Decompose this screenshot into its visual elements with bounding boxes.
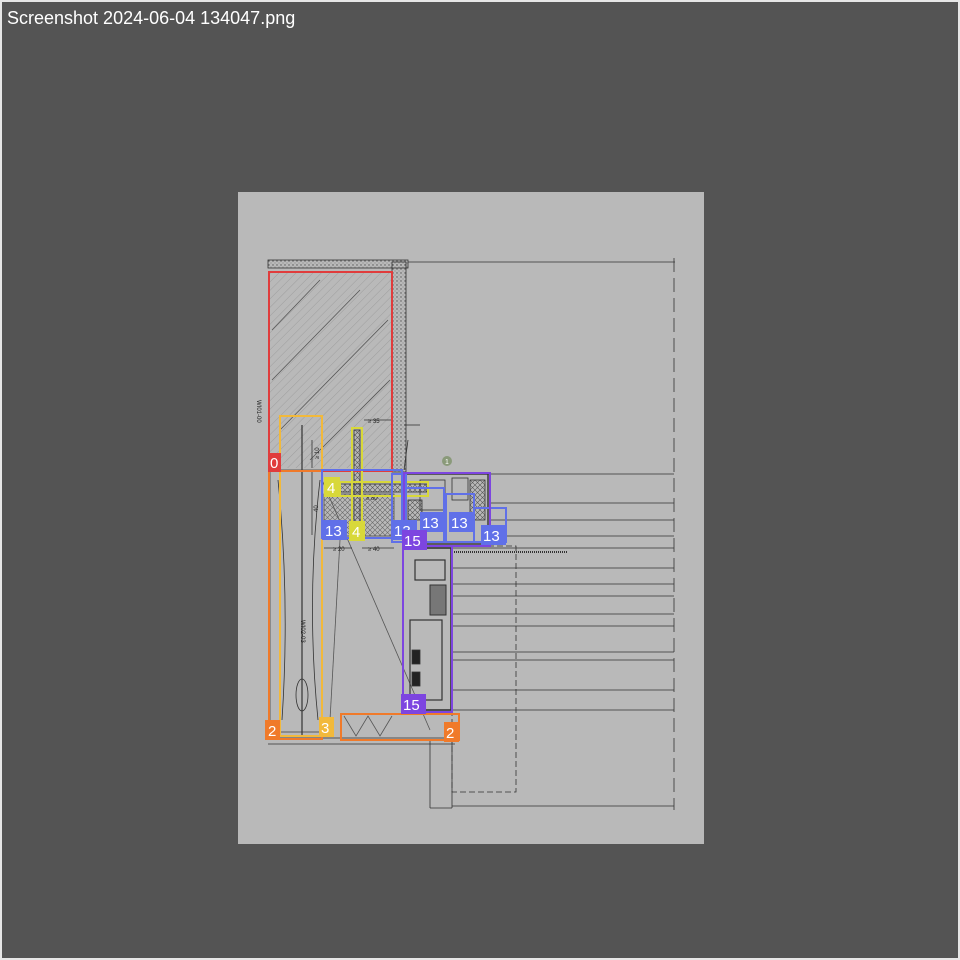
annotation-label: 2 — [268, 723, 276, 740]
annotation-box — [279, 415, 323, 737]
annotation-label: 4 — [327, 480, 335, 497]
dim-40b: ≥ 40 — [368, 547, 380, 553]
annotation-label: 15 — [404, 533, 421, 550]
annotation-label: 15 — [403, 697, 420, 714]
dim-40: 40 — [314, 505, 320, 512]
dimension-labels: WI01-00 WI02-03 ≥ 35 ≥ 10 40 ≥ 20 ≥ 40 ≥… — [255, 400, 380, 643]
dim-10: ≥ 10 — [315, 447, 321, 459]
annotation-label: 13 — [325, 523, 342, 540]
annotation-label: 13 — [451, 515, 468, 532]
dim-35: ≥ 35 — [368, 419, 380, 425]
annotation-labels: 0 2 3 4 4 13 13 13 13 13 15 15 2 — [265, 453, 506, 742]
annotation-label: 13 — [422, 515, 439, 532]
detail-callout: 1 — [442, 456, 452, 466]
annotation-label: 0 — [270, 455, 278, 472]
annotation-label: 2 — [446, 725, 454, 742]
callout-number: 1 — [445, 459, 449, 466]
annotation-label: 4 — [352, 524, 360, 541]
annotation-box — [402, 545, 453, 713]
wall-tag-bottom: WI02-03 — [299, 620, 305, 643]
window-title: Screenshot 2024-06-04 134047.png — [7, 8, 296, 28]
dim-80: ≥ 80 — [366, 496, 378, 502]
wall-tag-top: WI01-00 — [255, 400, 261, 423]
dim-20: ≥ 20 — [333, 547, 345, 553]
annotation-box — [391, 473, 407, 543]
annotation-label: 13 — [483, 528, 500, 545]
annotation-label: 3 — [321, 720, 329, 737]
